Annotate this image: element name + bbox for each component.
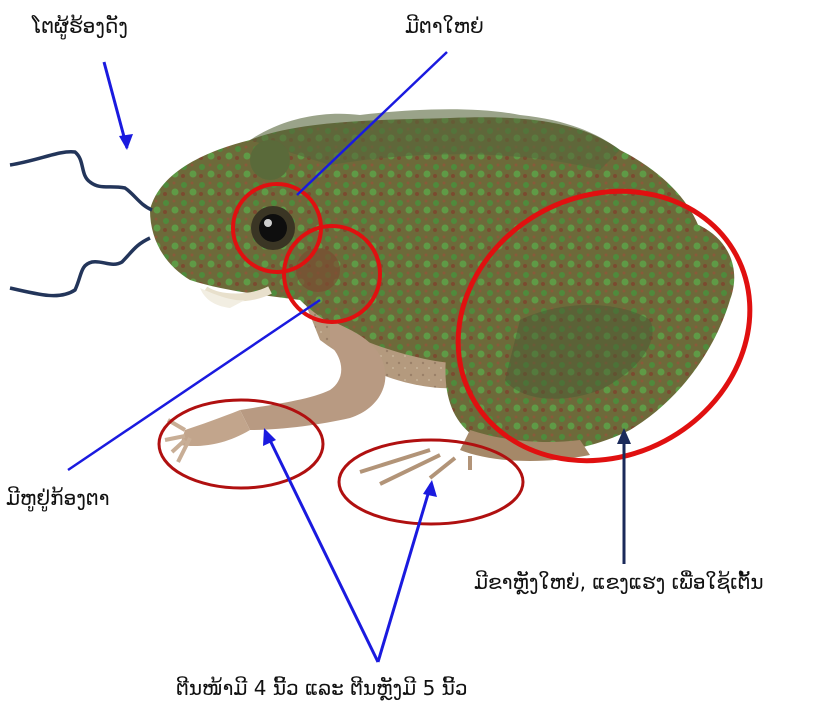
label-strong-hind-legs: ມີຂາຫຼັງໃຫຍ່, ແຂງແຮງ ເພື່ອໃຊ້ເຕັ້ນ	[474, 570, 764, 594]
arrow-male-calls	[104, 62, 127, 148]
sound-line-upper	[10, 152, 152, 210]
label-big-eyes: ມີຕາໃຫຍ່	[405, 14, 484, 38]
frog-body	[150, 109, 734, 484]
label-ear-behind-eye: ມີຫູຢູ່ກ້ອງຕາ	[6, 486, 110, 510]
arrow-hind-toes	[378, 484, 431, 662]
label-male-calls-loudly: ໂຕຜູ້ຮ້ອງດັງ	[32, 14, 128, 38]
arrow-front-toes	[266, 432, 378, 662]
label-front-hind-toes: ຕີນໜ້າມີ 4 ນີ້ວ ແລະ ຕີນຫຼັງມີ 5 ນີ້ວ	[176, 676, 467, 700]
sound-line-lower	[10, 238, 150, 296]
